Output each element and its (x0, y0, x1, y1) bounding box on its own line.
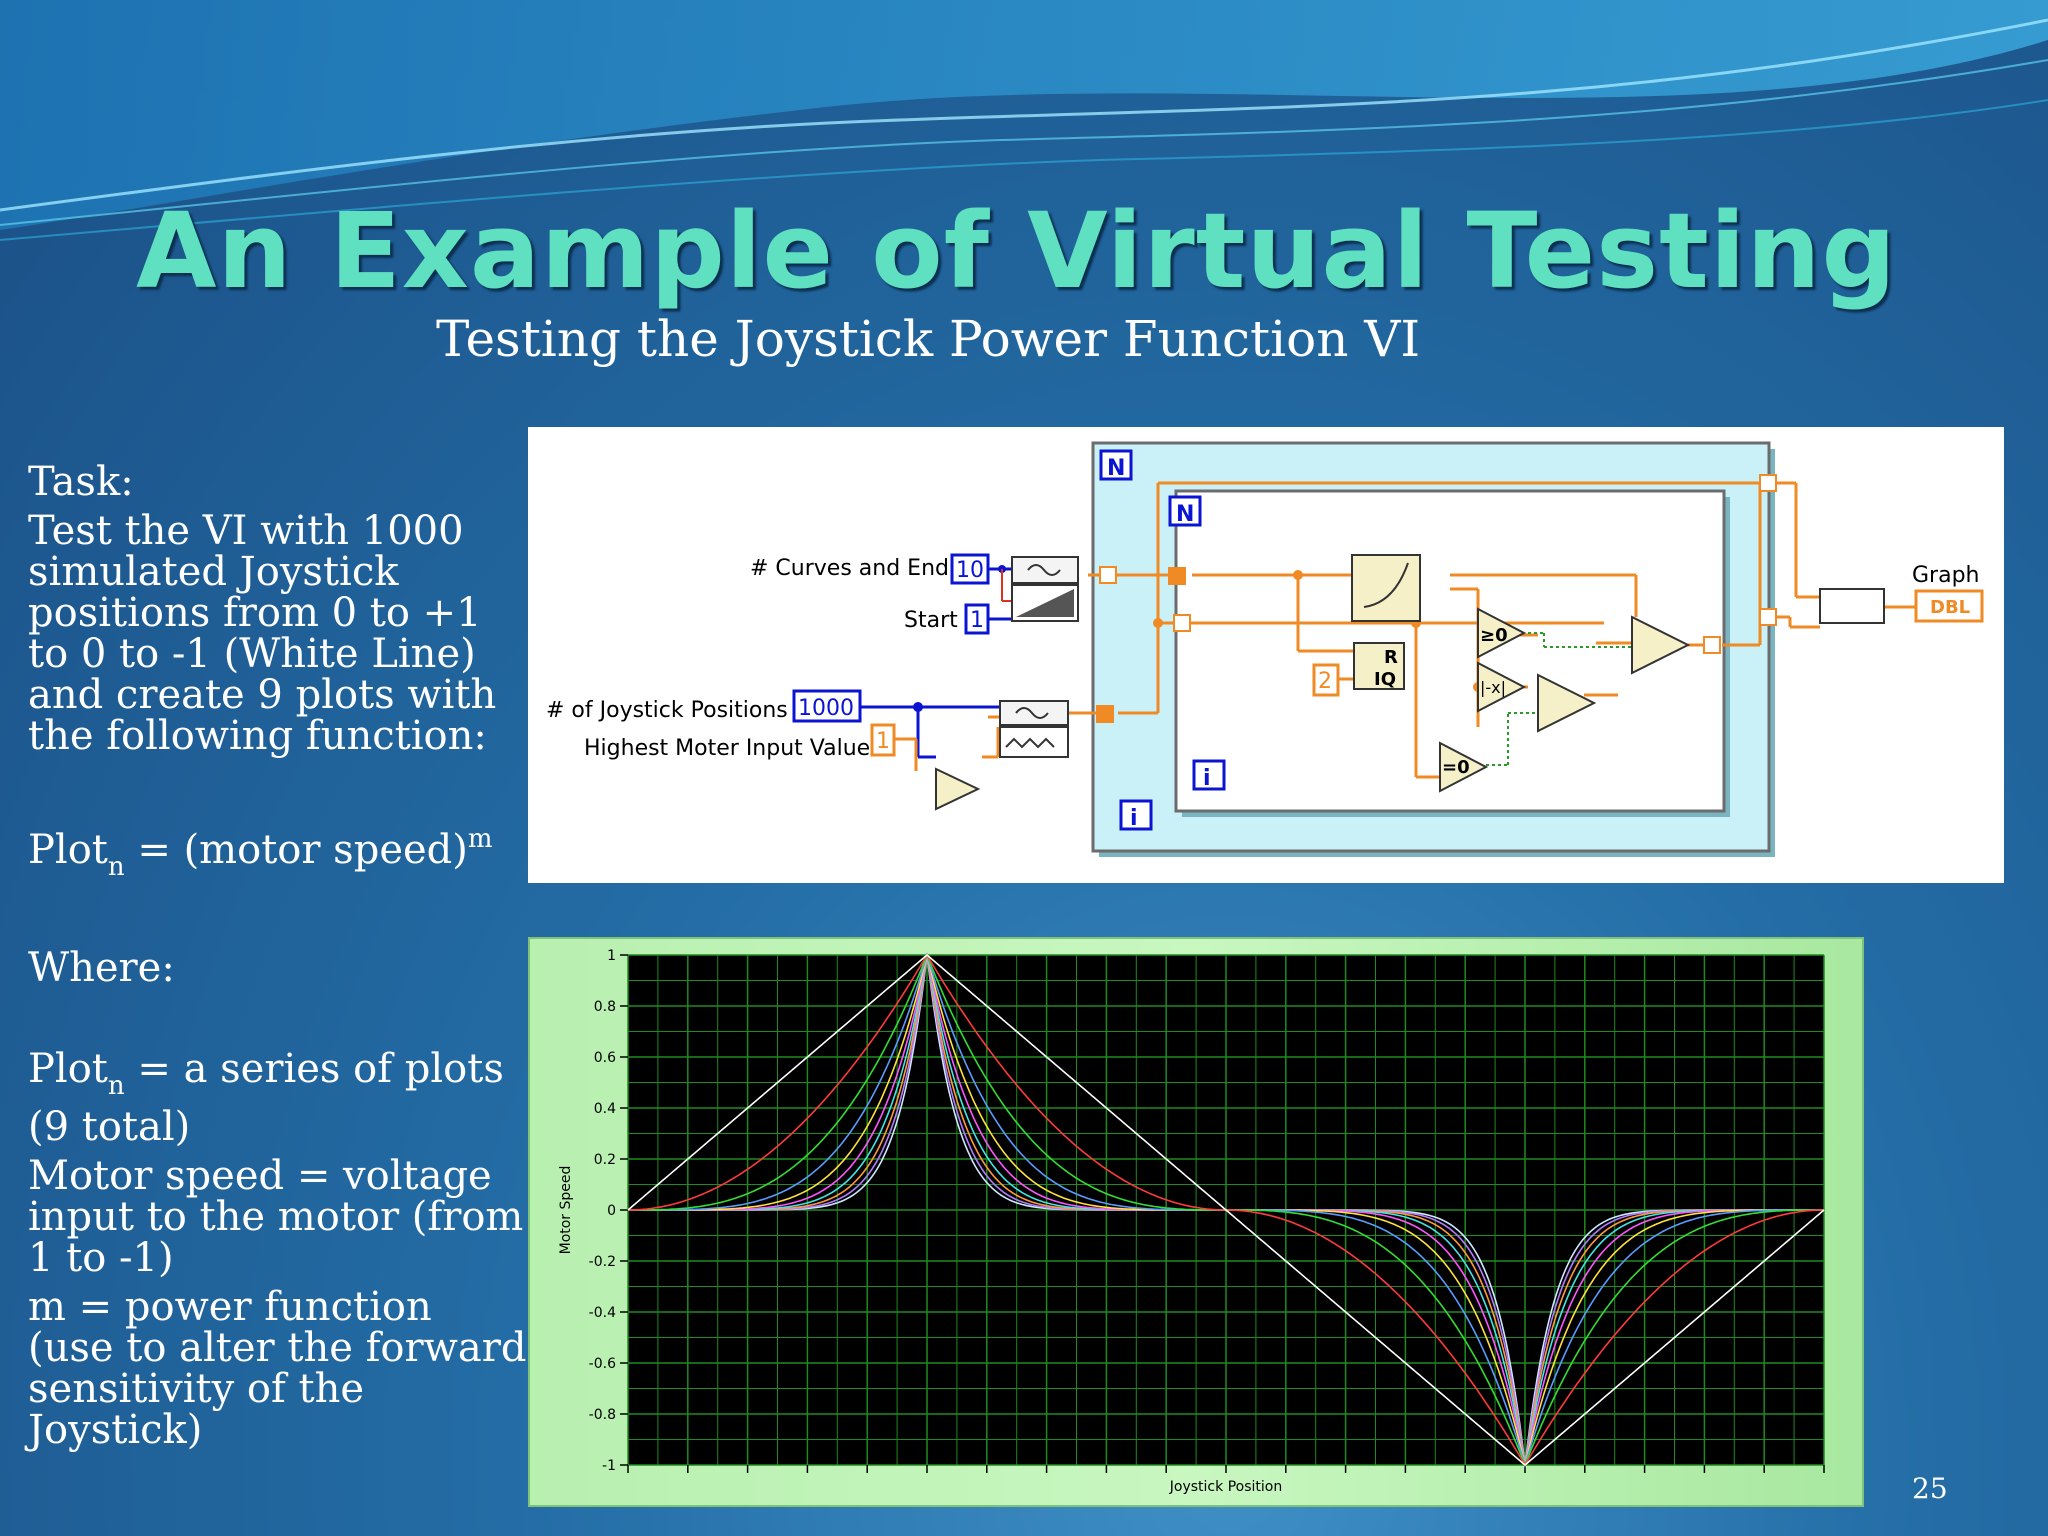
formula-prefix: Plot (28, 827, 108, 873)
motor-speed-definition: Motor speed = voltage input to the motor… (28, 1153, 524, 1281)
graph-dbl-label: DBL (1930, 597, 1970, 618)
slide-subtitle: Testing the Joystick Power Function VI (436, 310, 1421, 368)
y-tick-label: 0.2 (594, 1152, 616, 1168)
y-axis-ticks: 1 0.8 0.6 0.4 0.2 0 -0.2 -0.4 -0.6 -0.8 -1 (589, 948, 628, 1474)
page-number: 25 (1912, 1472, 1948, 1505)
inner-n-label: N (1176, 502, 1194, 527)
outer-loop-count-terminal (1099, 449, 1133, 481)
graph-terminal[interactable] (1914, 589, 1984, 623)
quotient-remainder-node[interactable] (1353, 642, 1405, 690)
constant-positions[interactable] (792, 689, 862, 723)
constant-curves-value: 10 (956, 558, 984, 583)
quotient-iq-label: IQ (1374, 669, 1396, 690)
inner-i-label: i (1203, 766, 1211, 791)
y-tick-label: -0.4 (589, 1305, 616, 1321)
block-diagram: N i N i # Curves and End Start # of Joys… (528, 427, 2004, 883)
waveform-graph-panel: 1 0.8 0.6 0.4 0.2 0 -0.2 -0.4 -0.6 -0.8 -1 Joystic… (528, 937, 1864, 1507)
abs-label: |-x| (1480, 678, 1506, 697)
tunnel (1168, 567, 1186, 585)
tunnel (1099, 566, 1117, 584)
label-graph: Graph (1912, 563, 1979, 588)
quotient-r-label: R (1384, 647, 1398, 668)
triangle-glyph (1005, 737, 1055, 749)
eq0-label: =0 (1442, 757, 1470, 778)
waveform-generator-icon[interactable] (999, 700, 1069, 726)
plotn-definition: Plotn = a series of plots (9 total) (28, 1049, 528, 1148)
formula-middle: = (motor speed) (124, 827, 468, 873)
plotn-prefix: Plot (28, 1046, 108, 1092)
constant-start-value: 1 (970, 608, 984, 633)
label-highest-input: Highest Moter Input Value (584, 736, 870, 761)
plot-lines (627, 952, 1825, 1468)
red-wires (1001, 569, 1012, 602)
outer-n-label: N (1107, 456, 1125, 481)
inner-loop-count-terminal (1168, 495, 1202, 527)
series-line-m1 (627, 953, 1825, 1467)
power-function-node[interactable] (1351, 554, 1421, 622)
tunnel (1173, 614, 1191, 632)
tunnel (1703, 636, 1721, 654)
wire-junction (913, 702, 923, 712)
waveform-chart: 1 0.8 0.6 0.4 0.2 0 -0.2 -0.4 -0.6 -0.8 -1 Joystic… (558, 948, 1825, 1495)
slide-title: An Example of Virtual Testing (136, 190, 1897, 312)
formula-subscript: n (107, 852, 125, 882)
y-tick-label: 0 (607, 1203, 616, 1219)
y-tick-label: -1 (602, 1458, 616, 1474)
tunnel (1096, 705, 1114, 723)
task-label: Task: (28, 459, 134, 505)
multiply-node[interactable] (935, 767, 981, 811)
plotn-rest: = a series of plots (9 total) (28, 1046, 504, 1150)
signal-generator-icon[interactable] (1011, 556, 1079, 584)
build-array-node[interactable] (1819, 588, 1885, 624)
task-body: Test the VI with 1000 simulated Joystick… (28, 508, 497, 759)
power-curve-glyph (1363, 562, 1409, 608)
formula: Plotn = (motor speed)m (28, 819, 528, 888)
constant-two-value: 2 (1318, 669, 1332, 694)
label-start: Start (904, 608, 958, 633)
y-tick-label: 0.4 (594, 1101, 616, 1117)
label-joystick-positions: # of Joystick Positions (546, 698, 788, 723)
block-diagram-svg: N i N i # Curves and End Start # of Joys… (546, 441, 1984, 857)
m-definition: m = power function (use to alter the for… (28, 1284, 527, 1453)
wire-junction (1293, 570, 1303, 580)
greater-equal-zero-node[interactable] (1477, 607, 1527, 659)
wire-junction (1153, 618, 1163, 628)
y-tick-label: -0.6 (589, 1356, 616, 1372)
y-tick-label: 1 (607, 948, 616, 964)
outer-loop-iteration-terminal (1119, 799, 1153, 831)
ramp-glyph (1016, 589, 1074, 617)
x-axis-label: Joystick Position (1169, 1479, 1282, 1495)
y-tick-label: 0.8 (594, 999, 616, 1015)
y-tick-label: -0.8 (589, 1407, 616, 1423)
tunnel (1759, 608, 1777, 626)
select-node-1[interactable] (1537, 673, 1597, 733)
sine-glyph (1027, 564, 1061, 576)
outer-i-label: i (1130, 806, 1138, 831)
equal-zero-node[interactable] (1439, 741, 1489, 793)
text-column: Task: Test the VI with 1000 simulated Jo… (28, 462, 528, 1451)
background-waves (0, 0, 2048, 241)
plotn-subscript: n (107, 1071, 125, 1101)
select-node-2[interactable] (1631, 615, 1691, 675)
y-tick-label: 0.6 (594, 1050, 616, 1066)
ge0-label: ≥0 (1480, 625, 1508, 646)
where-label: Where: (28, 945, 175, 991)
constant-positions-value: 1000 (798, 696, 854, 721)
y-tick-label: -0.2 (589, 1254, 616, 1270)
constant-highest-value: 1 (876, 729, 890, 754)
negate-node[interactable] (1477, 661, 1527, 713)
x-axis-ticks (627, 1465, 1825, 1473)
label-curves-and-end: # Curves and End (750, 556, 949, 581)
wave-glyph (1015, 707, 1049, 719)
tunnel (1759, 474, 1777, 492)
inner-loop-iteration-terminal (1192, 759, 1226, 791)
y-axis-label: Motor Speed (558, 1166, 574, 1255)
formula-superscript: m (467, 824, 493, 854)
